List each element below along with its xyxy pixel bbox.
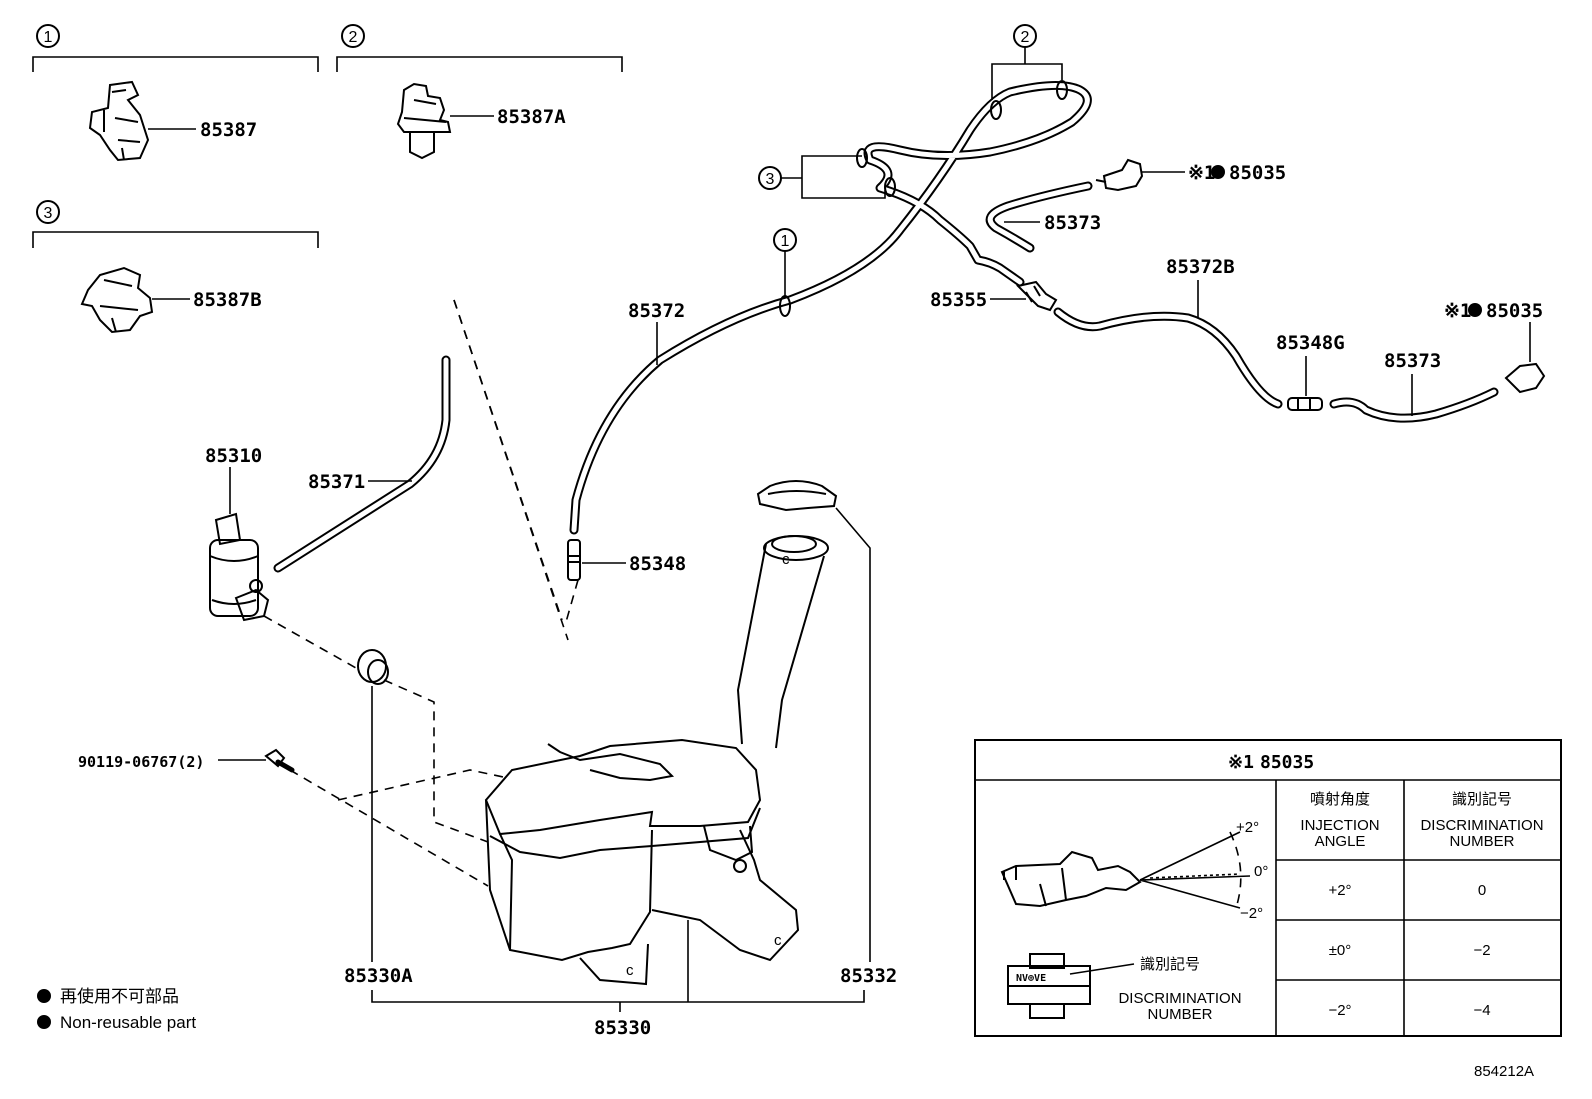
disc-label-en-1: DISCRIMINATION	[1118, 990, 1241, 1007]
legend: 再使用不可部品 Non-reusable part	[37, 986, 196, 1032]
table-col1-en-1: INJECTION	[1300, 817, 1379, 834]
table-row2-angle: ±0°	[1329, 942, 1352, 959]
clip-85387A-drawing	[396, 82, 494, 160]
discrimination-marking: NV⊕VE	[1016, 973, 1046, 984]
table-col2-jp: 識別記号	[1452, 791, 1512, 808]
nozzle-spray-illustration	[1000, 831, 1251, 909]
label-85371: 85371	[308, 471, 365, 493]
joint-85348-drawing	[567, 539, 626, 581]
bracket-85330	[371, 990, 865, 1003]
label-85348: 85348	[629, 553, 686, 575]
label-85387B: 85387B	[193, 289, 262, 311]
bolt-90119-drawing	[218, 748, 295, 773]
label-85372B: 85372B	[1166, 256, 1235, 278]
tank-mark-c1: c	[626, 962, 634, 979]
grommet-85330A-drawing	[357, 649, 389, 962]
label-85355: 85355	[930, 289, 987, 311]
label-85332: 85332	[840, 965, 897, 987]
label-85387A: 85387A	[497, 106, 566, 128]
clip-85387B-drawing	[80, 266, 190, 334]
callout-hose-3: 3	[758, 155, 886, 199]
legend-line-en: Non-reusable part	[60, 1013, 196, 1032]
tank-mark-c3: c	[782, 551, 790, 568]
hose-85371-drawing	[273, 355, 451, 573]
hose-85372B-drawing	[1053, 280, 1283, 409]
table-col2-en-2: NUMBER	[1449, 833, 1514, 850]
table-row3-number: −4	[1473, 1002, 1490, 1019]
table-row2-number: −2	[1473, 942, 1490, 959]
legend-dot-2	[37, 1015, 51, 1029]
table-row3-angle: −2°	[1328, 1002, 1351, 1019]
table-title-part: 85035	[1260, 752, 1314, 773]
callout-group-2: 2	[336, 24, 623, 72]
hose-85373-lower-drawing	[1329, 374, 1499, 423]
callout-2-circle	[341, 24, 365, 48]
label-85330: 85330	[594, 1017, 651, 1039]
label-85310: 85310	[205, 445, 262, 467]
callout-hose-3-number: 3	[766, 171, 775, 188]
clip-85387-drawing	[88, 80, 196, 162]
legend-dot-1	[37, 989, 51, 1003]
callout-2-number: 2	[349, 29, 358, 46]
label-90119-06767: 90119-06767(2)	[78, 753, 204, 771]
callout-1-number: 1	[44, 29, 53, 46]
label-85387: 85387	[200, 119, 257, 141]
callout-hose-1: 1	[773, 228, 797, 296]
joint-85355-drawing	[990, 280, 1058, 312]
table-row1-number: 0	[1478, 882, 1486, 899]
callout-group-1: 1	[32, 24, 319, 72]
tank-85330-drawing: c c c	[484, 535, 829, 1002]
non-reusable-mark-lower	[1468, 303, 1482, 317]
label-85035-upper: 85035	[1229, 162, 1286, 184]
discrimination-illustration	[1007, 953, 1135, 1019]
label-85035-lower: 85035	[1486, 300, 1543, 322]
table-col1-en-2: ANGLE	[1315, 833, 1366, 850]
tank-mark-c2: c	[774, 932, 782, 949]
table-col1-jp: 噴射角度	[1310, 791, 1370, 808]
figure-id: 854212A	[1474, 1063, 1534, 1080]
hose-85373-upper-drawing	[985, 181, 1093, 253]
nozzle-85035-upper-drawing	[1095, 158, 1185, 192]
callout-2-bracket	[336, 56, 623, 72]
label-85373-upper: 85373	[1044, 212, 1101, 234]
disc-label-jp: 識別記号	[1140, 956, 1200, 973]
callout-1-bracket	[32, 56, 319, 72]
label-85372: 85372	[628, 300, 685, 322]
callout-group-3: 3	[32, 200, 319, 248]
nozzle-85035-lower-drawing	[1504, 322, 1546, 394]
hose-85372-drawing	[569, 80, 1092, 535]
non-reusable-mark-upper	[1211, 165, 1225, 179]
pump-85310-drawing	[209, 467, 270, 622]
callout-hose-2-number: 2	[1021, 29, 1030, 46]
table-row1-angle: +2°	[1328, 882, 1351, 899]
label-85348G: 85348G	[1276, 332, 1345, 354]
label-85330A: 85330A	[344, 965, 413, 987]
callout-3-number: 3	[44, 205, 53, 222]
callout-hose-2: 2	[991, 24, 1063, 100]
callout-3-circle	[36, 200, 60, 224]
disc-label-en-2: NUMBER	[1147, 1006, 1212, 1023]
dashed-assembly-lines	[263, 299, 579, 887]
legend-line-jp: 再使用不可部品	[60, 986, 179, 1006]
callout-1-circle	[36, 24, 60, 48]
angle-mark-plus: +2°	[1236, 819, 1259, 836]
callout-3-bracket	[32, 231, 319, 248]
label-85373-lower: 85373	[1384, 350, 1441, 372]
nozzle-angle-table: ※1 85035 噴射角度 INJECTION ANGLE 識別記号 DISCR…	[974, 739, 1562, 1037]
table-title-prefix: ※1	[1228, 752, 1254, 773]
cap-85332-drawing	[756, 480, 871, 962]
table-col2-en-1: DISCRIMINATION	[1420, 817, 1543, 834]
angle-mark-minus: −2°	[1240, 905, 1263, 922]
callout-hose-1-number: 1	[781, 233, 790, 250]
joint-85348G-drawing	[1287, 356, 1323, 411]
angle-mark-zero: 0°	[1254, 863, 1268, 880]
label-85035-upper-prefix: ※1	[1188, 162, 1215, 184]
label-85035-lower-prefix: ※1	[1444, 300, 1471, 322]
